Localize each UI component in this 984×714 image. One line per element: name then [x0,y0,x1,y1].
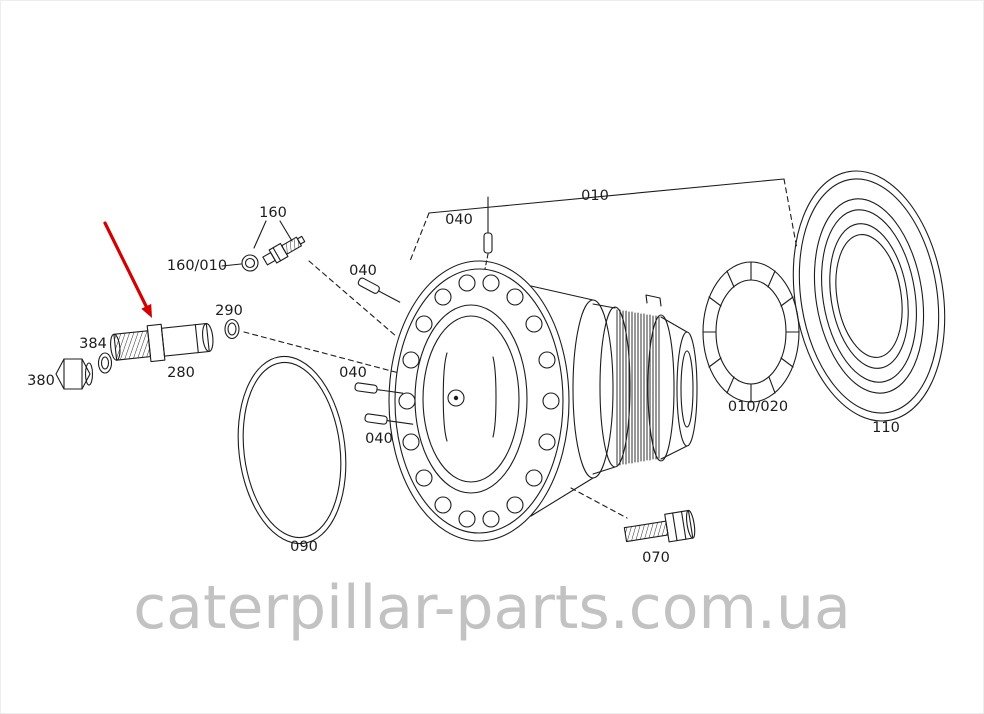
part-retaining-ring-290 [224,318,240,340]
part-pin-040-upper [357,277,401,303]
label-384: 384 [79,336,107,352]
label-010: 010 [581,188,609,204]
label-070: 070 [642,550,670,566]
label-040-upper: 040 [349,263,377,279]
label-010-020: 010/020 [728,399,788,415]
label-160: 160 [259,205,287,221]
part-bolt-070 [623,509,696,543]
watermark-text: caterpillar-parts.com.ua [133,573,851,643]
label-040-mid: 040 [339,365,367,381]
label-110: 110 [872,420,900,436]
label-040-lower: 040 [365,431,393,447]
part-oring-090 [237,355,347,545]
label-160-010: 160/010 [167,258,227,274]
part-pin-040-top [483,196,493,254]
part-bearing-110 [792,170,946,422]
part-pin-040-lower [364,413,414,425]
label-090: 090 [290,539,318,555]
part-hub-assembly-010 [388,260,698,542]
part-plug-380 [55,358,94,390]
red-arrow-pointer [103,221,152,318]
label-290: 290 [215,303,243,319]
part-labels: 160 160/010 040 010 040 290 384 380 280 … [27,188,900,566]
label-380: 380 [27,373,55,389]
part-pin-040-mid [354,382,404,394]
part-ring-nut-010-020 [702,261,800,403]
leader-lines [221,178,798,519]
part-washer-384 [97,352,113,374]
label-040-top: 040 [445,212,473,228]
label-280: 280 [167,365,195,381]
part-breather-160 [262,235,306,266]
part-plug-160-010 [241,254,259,272]
part-shaft-280 [110,323,214,363]
